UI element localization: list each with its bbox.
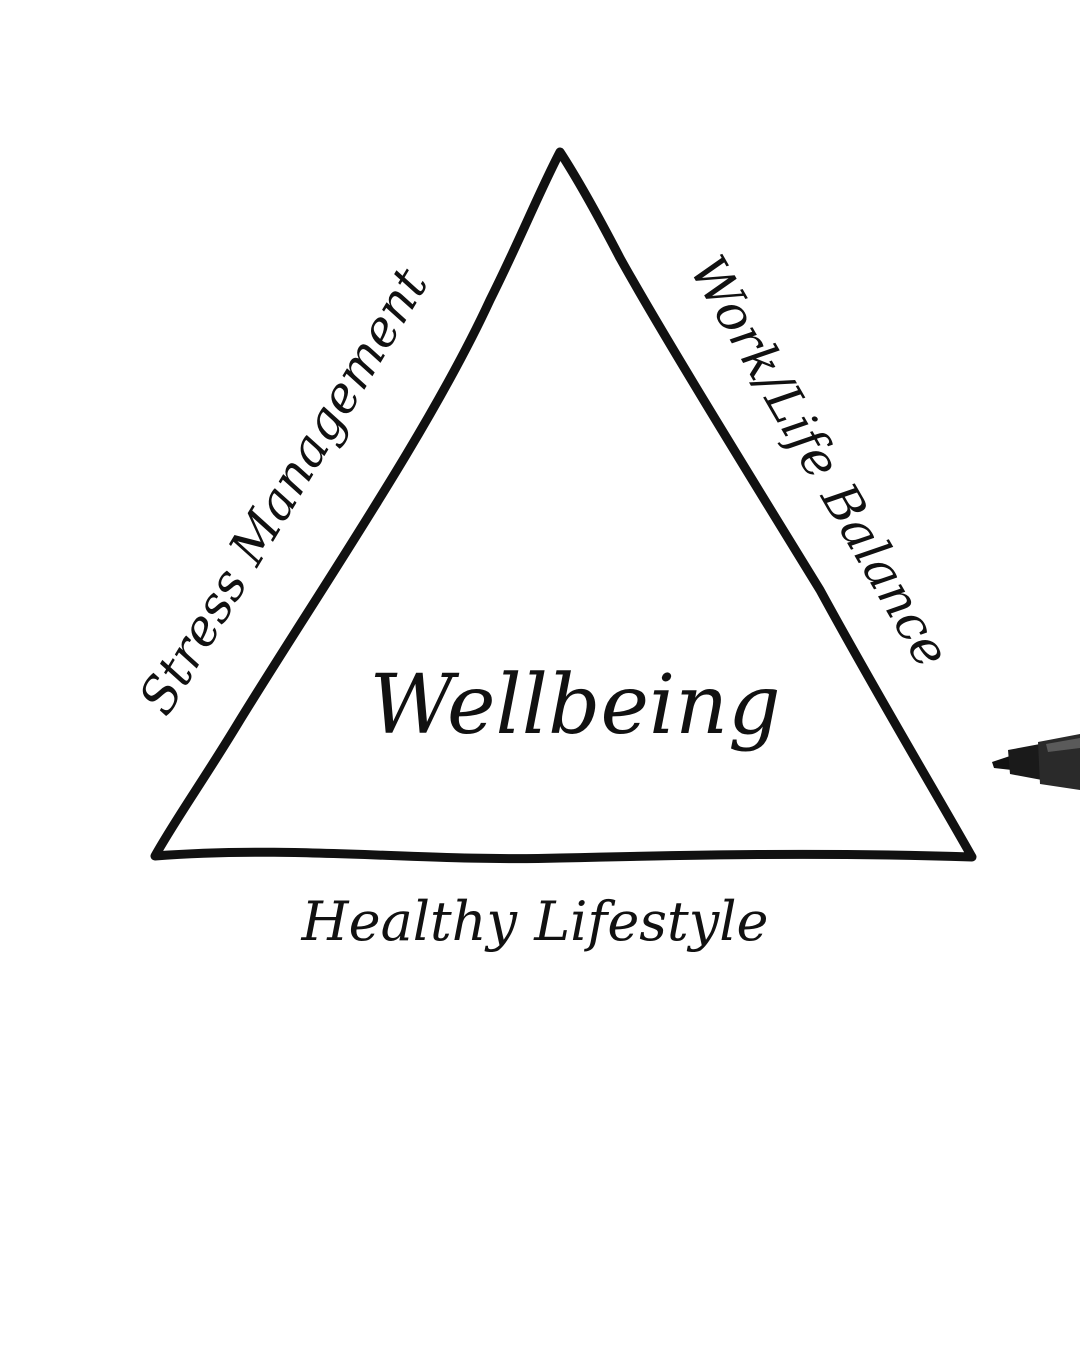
- side-label-right: Work/Life Balance: [678, 246, 960, 677]
- side-label-bottom: Healthy Lifestyle: [301, 890, 769, 953]
- triangle-outline: [150, 147, 977, 864]
- marker-pen-icon: [992, 734, 1080, 790]
- center-label: Wellbeing: [369, 658, 780, 753]
